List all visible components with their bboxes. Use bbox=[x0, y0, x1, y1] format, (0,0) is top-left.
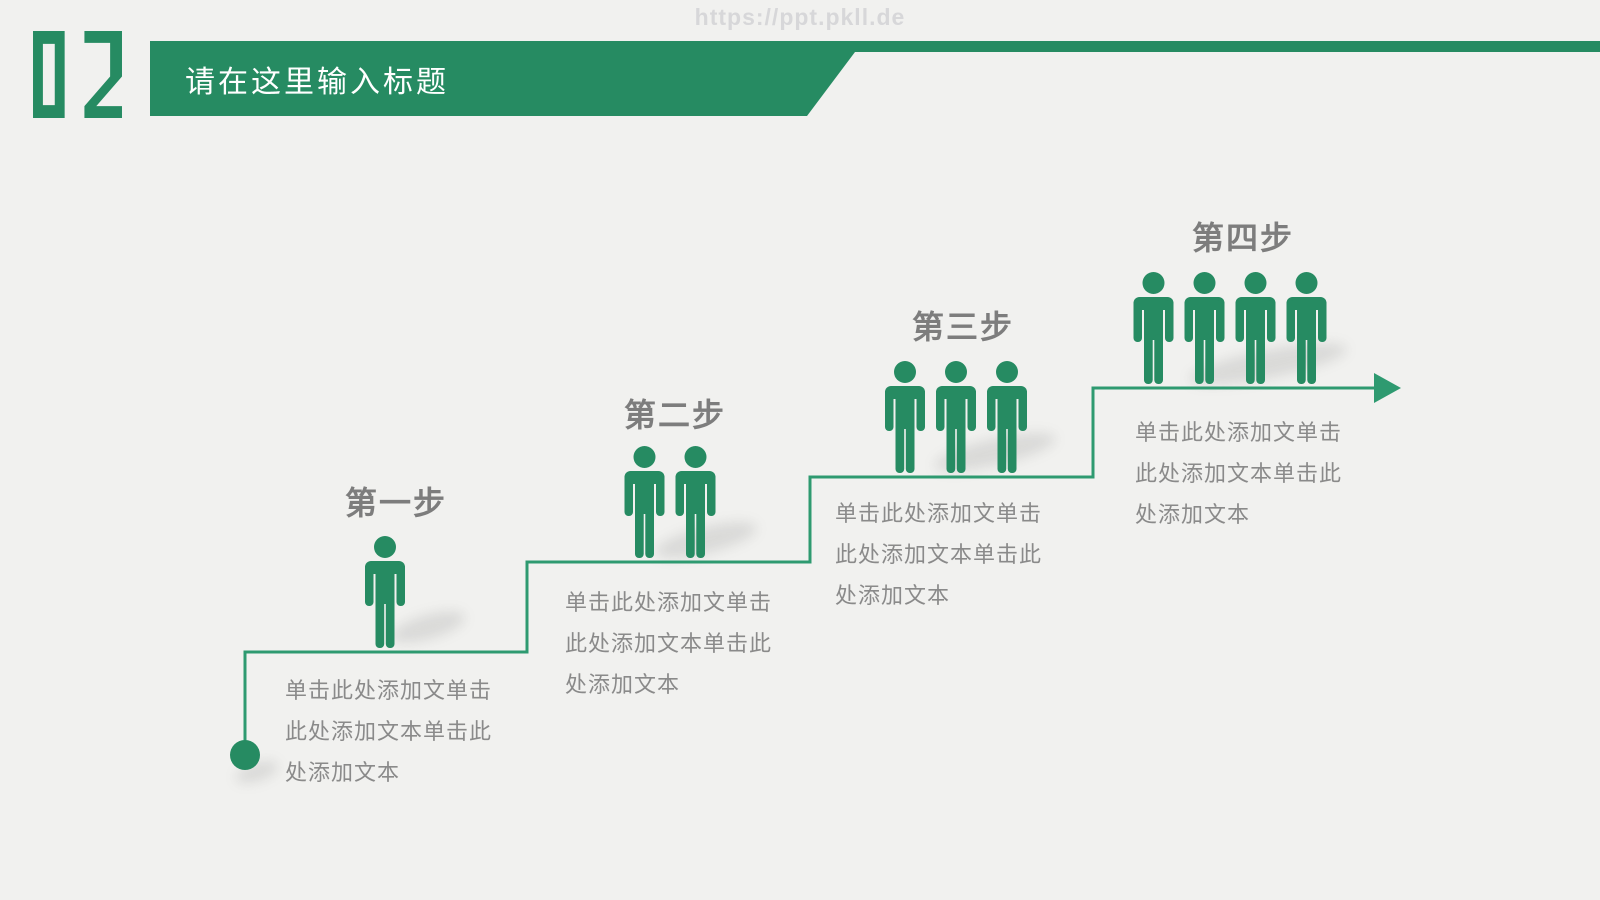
step-description: 单击此处添加文单击 此处添加文本单击此 处添加文本 bbox=[565, 582, 772, 705]
shadow bbox=[655, 522, 757, 558]
digit-two bbox=[84, 31, 122, 118]
person-icon bbox=[1184, 272, 1225, 384]
description-line: 此处添加文本单击此 bbox=[1135, 461, 1343, 486]
people-group bbox=[361, 536, 409, 648]
shadow bbox=[235, 761, 279, 783]
step-title: 第三步 bbox=[911, 309, 1014, 345]
person-icon bbox=[936, 361, 976, 473]
people-group bbox=[881, 361, 1031, 473]
person-icon bbox=[365, 536, 405, 648]
people-group bbox=[621, 446, 720, 558]
step-title: 第四步 bbox=[1191, 220, 1294, 256]
person-icon bbox=[1286, 272, 1327, 384]
start-dot-icon bbox=[230, 740, 260, 770]
description-line: 处添加文本 bbox=[285, 760, 401, 785]
description-line: 单击此处添加文单击 bbox=[285, 678, 493, 703]
description-line: 单击此处添加文单击 bbox=[835, 501, 1043, 526]
person-icon bbox=[624, 446, 665, 558]
description-line: 单击此处添加文单击 bbox=[1135, 420, 1343, 445]
section-number bbox=[33, 31, 122, 118]
shadow bbox=[391, 611, 465, 643]
person-icon bbox=[987, 361, 1027, 473]
description-line: 单击此处添加文单击 bbox=[565, 590, 773, 615]
arrow-right-icon bbox=[1374, 373, 1401, 403]
people-group bbox=[1130, 272, 1331, 384]
person-icon bbox=[1133, 272, 1174, 384]
step-description: 单击此处添加文单击 此处添加文本单击此 处添加文本 bbox=[1135, 412, 1342, 535]
description-line: 处添加文本 bbox=[565, 672, 681, 697]
description-line: 处添加文本 bbox=[835, 583, 951, 608]
watermark: https://ppt.pkll.de bbox=[694, 4, 906, 30]
shadow bbox=[1189, 343, 1347, 385]
description-line: 处添加文本 bbox=[1135, 502, 1251, 527]
description-line: 此处添加文本单击此 bbox=[565, 631, 773, 656]
step-title: 第一步 bbox=[344, 485, 447, 521]
description-line: 此处添加文本单击此 bbox=[285, 719, 493, 744]
staircase-line bbox=[243, 386, 1374, 741]
description-line: 此处添加文本单击此 bbox=[835, 542, 1043, 567]
person-icon bbox=[675, 446, 716, 558]
step-description: 单击此处添加文单击 此处添加文本单击此 处添加文本 bbox=[835, 493, 1042, 616]
slide-title: 请在这里输入标题 bbox=[185, 65, 449, 99]
step-title: 第二步 bbox=[623, 397, 726, 433]
step-description: 单击此处添加文单击 此处添加文本单击此 处添加文本 bbox=[285, 670, 492, 793]
digit-zero bbox=[33, 31, 65, 118]
person-icon bbox=[1235, 272, 1276, 384]
person-icon bbox=[885, 361, 925, 473]
